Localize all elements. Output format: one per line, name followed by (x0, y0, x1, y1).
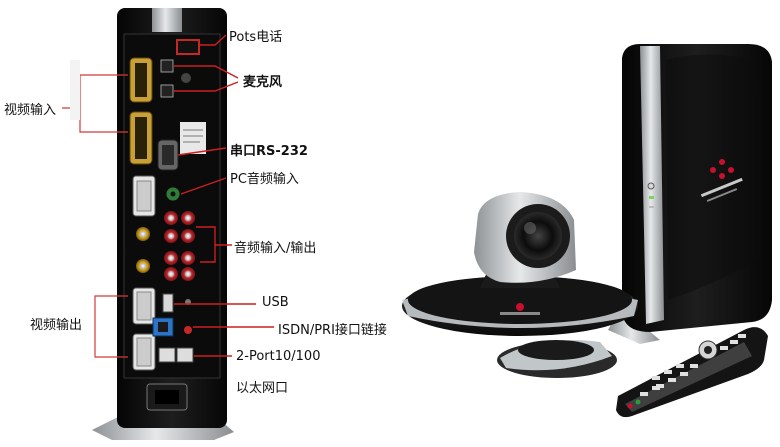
leader-lines (174, 34, 274, 357)
audio-jack-6 (181, 251, 195, 265)
audio-jack-4 (181, 229, 195, 243)
usb-port (162, 293, 174, 313)
audio-jack-7 (164, 267, 178, 281)
pots-port (176, 39, 200, 55)
serial-leader (177, 147, 227, 156)
label-video-in: 视频输入 (4, 103, 57, 118)
label-pots: Pots电话 (229, 30, 283, 45)
serial-port-inner (162, 145, 174, 165)
dvi-port-inner (136, 180, 152, 212)
audio-jack-1 (164, 211, 178, 225)
ethernet-port-1 (158, 347, 176, 363)
mic-port-2 (160, 84, 174, 98)
isdn-led (184, 326, 192, 334)
label-isdn: ISDN/PRI接口链接 (278, 323, 387, 338)
mic-leader-2 (174, 81, 239, 92)
polycom-logo-icon (700, 159, 743, 202)
label-pc-audio: PC音频输入 (230, 172, 299, 187)
camera-lens (514, 212, 562, 260)
audio-jack-5 (164, 251, 178, 265)
video-out-bracket (94, 295, 128, 358)
camera (402, 192, 638, 336)
mic-port-1 (160, 59, 174, 73)
mic-pod (497, 340, 617, 378)
top-stripe (152, 8, 182, 32)
codec-tower (608, 44, 772, 344)
video-rca-2 (136, 259, 150, 273)
camera-logo-icon (516, 303, 524, 311)
label-mic: 麦克风 (243, 75, 283, 90)
power-button (647, 182, 655, 190)
audio-jack-2 (181, 211, 195, 225)
serial-sticker (180, 122, 206, 154)
mic-leader-1 (174, 65, 239, 79)
label-usb: USB (262, 295, 289, 310)
remote-keypad (640, 334, 746, 396)
label-ethernet-2: 以太网口 (236, 381, 289, 396)
video-rca-1 (136, 227, 150, 241)
screw (181, 73, 191, 83)
label-serial: 串口RS-232 (230, 144, 308, 159)
label-audio-io: 音频输入/输出 (234, 241, 317, 256)
ethernet-port-2 (176, 347, 194, 363)
rear-panel-unit (92, 8, 234, 440)
audio-jack-8 (181, 267, 195, 281)
pc-audio-leader (180, 177, 227, 195)
status-led (649, 196, 654, 199)
audio-jack-3 (164, 229, 178, 243)
sticker-fragment (70, 60, 80, 120)
label-ethernet-1: 2-Port10/100 (236, 349, 321, 364)
video-in-port-2-inner (135, 117, 147, 159)
video-in-port-1-inner (135, 63, 147, 97)
remote-control (616, 327, 768, 418)
label-video-out: 视频输出 (30, 318, 83, 333)
pots-leader (200, 34, 227, 46)
